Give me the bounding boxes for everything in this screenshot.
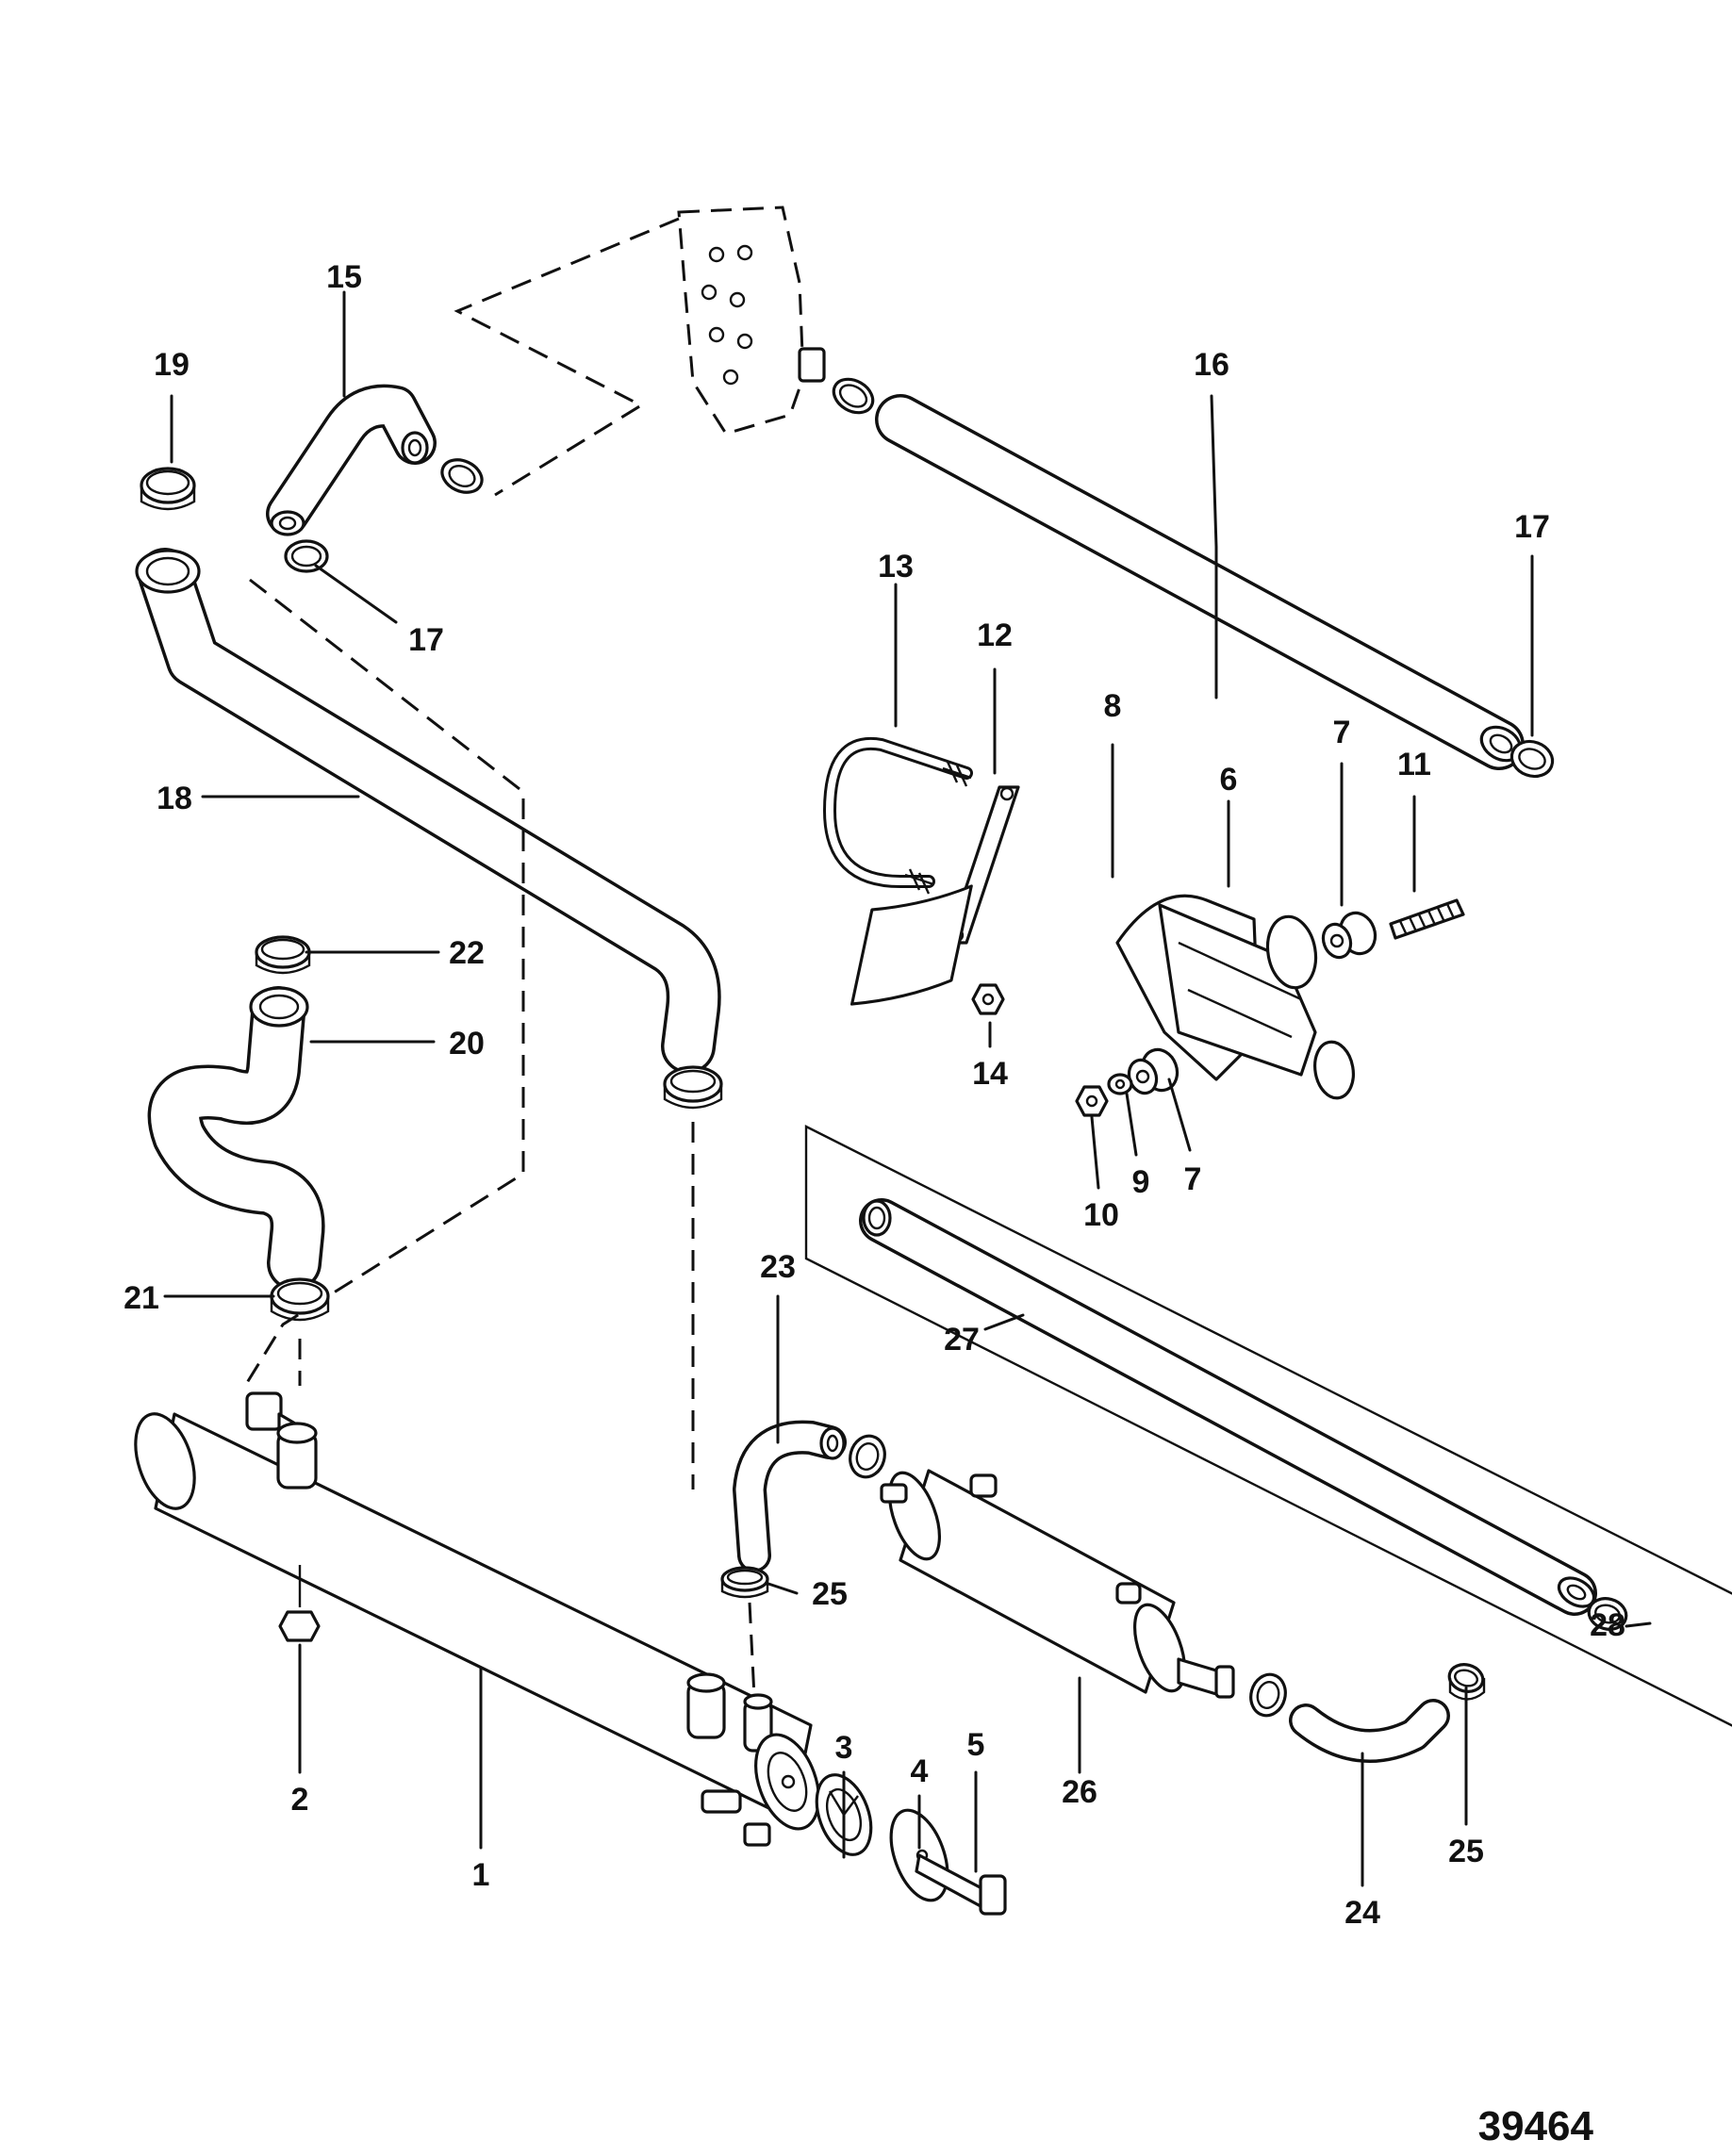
bushing-7-top (1321, 911, 1377, 960)
engine-block-outline (454, 206, 826, 497)
callout-27: 27 (944, 1322, 980, 1358)
clamp-26 (1249, 1672, 1287, 1718)
callout-3: 3 (835, 1730, 853, 1766)
clamp-21 (270, 1277, 330, 1322)
callout-28: 28 (1590, 1607, 1625, 1643)
callout-25-right: 25 (1448, 1834, 1484, 1869)
callout-11: 11 (1397, 747, 1431, 782)
nut-14 (971, 983, 1005, 1015)
callout-7-bottom: 7 (1184, 1161, 1202, 1197)
washer-9 (1107, 1073, 1133, 1095)
bracket-6 (1115, 894, 1355, 1100)
callout-9: 9 (1132, 1164, 1150, 1200)
callout-20: 20 (449, 1026, 485, 1062)
clamp-23 (849, 1434, 886, 1479)
u-bolt-13 (823, 736, 973, 895)
hose-16 (875, 394, 1525, 770)
callout-22: 22 (449, 935, 485, 971)
hose-24 (1289, 1699, 1450, 1763)
hose-20 (147, 986, 325, 1291)
clamp-17-right (1509, 739, 1555, 779)
callout-6: 6 (1220, 762, 1238, 798)
callout-21: 21 (124, 1280, 159, 1316)
callout-13: 13 (878, 549, 914, 584)
callout-8: 8 (1104, 688, 1122, 724)
hose-15 (266, 384, 437, 536)
leader-lines (163, 290, 1652, 1887)
hose-23 (733, 1420, 847, 1572)
nut-10 (1075, 1085, 1109, 1117)
callout-2: 2 (291, 1782, 309, 1818)
clamp-25-right (1447, 1663, 1486, 1701)
clamp-17-left (284, 539, 329, 573)
callout-15: 15 (326, 259, 362, 295)
callout-16: 16 (1194, 347, 1229, 383)
drain-plug-2 (278, 1565, 321, 1642)
callout-12: 12 (977, 617, 1013, 653)
callout-7-top: 7 (1333, 715, 1351, 750)
callout-17-left: 17 (408, 622, 444, 658)
clamp-22 (255, 935, 311, 975)
bushing-7-bottom (1127, 1047, 1179, 1095)
callout-17-right: 17 (1514, 509, 1550, 545)
stud-11 (1389, 898, 1465, 940)
callout-18: 18 (157, 781, 192, 816)
clamp-16-top (832, 377, 875, 415)
oil-cooler-26 (880, 1469, 1235, 1699)
bolt-5 (915, 1853, 1007, 1916)
callout-10: 10 (1083, 1197, 1119, 1233)
callout-14: 14 (972, 1056, 1008, 1092)
callout-25-left: 25 (812, 1576, 848, 1612)
inset-panel-27-28 (804, 1125, 1732, 1727)
callout-19: 19 (154, 347, 190, 383)
clamp-15 (440, 458, 484, 494)
callout-23: 23 (760, 1249, 796, 1285)
dashed-guide-25 (748, 1602, 756, 1698)
callout-5: 5 (967, 1727, 985, 1763)
callout-1: 1 (472, 1857, 490, 1893)
pad-8 (850, 884, 973, 1006)
clamp-18-bottom (663, 1065, 723, 1110)
figure-number: 39464 (1478, 2103, 1594, 2149)
hose-18 (135, 548, 721, 1074)
clamp-25-left (720, 1566, 769, 1599)
clamp-19 (140, 467, 196, 511)
dashed-guide-18 (243, 578, 525, 1387)
callout-labels: 19 15 16 17 17 18 13 12 8 6 7 11 22 20 1… (124, 259, 1625, 2149)
callout-24: 24 (1344, 1895, 1380, 1931)
callout-4: 4 (911, 1753, 929, 1789)
callout-26: 26 (1062, 1774, 1097, 1810)
heat-exchanger-1 (134, 1391, 820, 1847)
